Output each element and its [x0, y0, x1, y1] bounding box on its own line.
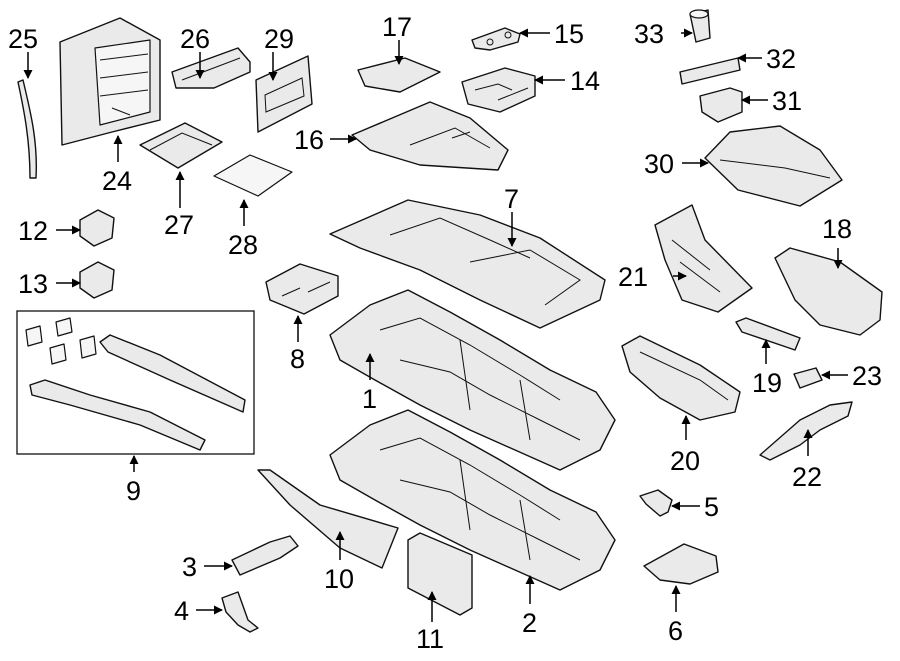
part-21-duct	[654, 204, 753, 313]
part-22-bracket	[759, 401, 853, 461]
part-5-connector	[639, 489, 673, 517]
part-30-armrest-lid	[704, 125, 843, 207]
callout-5: 5	[704, 492, 719, 522]
part-7-console-top	[329, 199, 606, 329]
part-15-bracket	[471, 27, 521, 51]
callout-28: 28	[228, 230, 258, 260]
callout-21: 21	[618, 262, 648, 292]
callout-13: 13	[18, 269, 48, 299]
part-3-bracket	[231, 535, 299, 576]
callout-12: 12	[18, 216, 48, 246]
callout-31: 31	[772, 86, 802, 116]
callout-29: 29	[264, 24, 294, 54]
part-14-cup-holder	[461, 67, 536, 113]
callout-9: 9	[126, 476, 141, 506]
part-24-bezel	[59, 17, 161, 146]
callout-8: 8	[290, 344, 305, 374]
callout-17: 17	[382, 12, 412, 42]
part-8-vent	[265, 263, 339, 315]
callout-24: 24	[102, 166, 132, 196]
part-19-strip	[735, 317, 801, 351]
callout-14: 14	[570, 66, 600, 96]
callout-22: 22	[792, 462, 822, 492]
callout-11: 11	[416, 624, 444, 654]
part-16-trim-panel	[351, 101, 509, 171]
part-25-trim-strip	[17, 79, 38, 179]
part-4-bracket	[221, 591, 259, 633]
callout-2: 2	[522, 608, 537, 638]
part-20-storage-bin	[621, 335, 741, 421]
callout-19: 19	[752, 368, 782, 398]
leader-arrows	[23, 28, 848, 622]
callout-27: 27	[164, 210, 194, 240]
part-29-switch-panel	[255, 55, 313, 133]
part-23-block	[793, 367, 823, 389]
callout-23: 23	[852, 361, 882, 391]
part-1-console-body	[329, 289, 616, 471]
part-33-knob	[689, 9, 711, 43]
part-27-tray	[139, 122, 223, 169]
callout-7: 7	[504, 184, 519, 214]
callout-1: 1	[362, 384, 377, 414]
callout-4: 4	[174, 596, 189, 626]
part-10-side-trim	[257, 469, 399, 569]
part-32-bracket-strip	[679, 57, 741, 85]
callout-labels: 25 24 26 29 27 28 17 15 14 16 33 32 31 3…	[8, 12, 882, 654]
part-28-mat	[213, 154, 293, 197]
callout-30: 30	[644, 149, 674, 179]
callout-18: 18	[822, 214, 852, 244]
callout-16: 16	[294, 125, 324, 155]
part-6-clip-bracket	[643, 543, 719, 585]
callout-32: 32	[766, 44, 796, 74]
part-31-module	[699, 87, 743, 123]
callout-3: 3	[182, 552, 197, 582]
part-26-grab-handle	[171, 47, 251, 89]
callout-33: 33	[634, 19, 664, 49]
part-18-side-panel	[774, 247, 883, 336]
callout-6: 6	[668, 616, 683, 646]
callout-10: 10	[324, 564, 354, 594]
part-13-clip	[79, 261, 115, 299]
part-11-panel	[407, 532, 473, 616]
callout-15: 15	[554, 19, 584, 49]
part-12-clip	[79, 209, 115, 247]
callout-20: 20	[670, 446, 700, 476]
part-2-console-body	[329, 409, 616, 591]
part-9-kit-box	[16, 310, 255, 455]
callout-26: 26	[180, 24, 210, 54]
callout-25: 25	[8, 24, 38, 54]
